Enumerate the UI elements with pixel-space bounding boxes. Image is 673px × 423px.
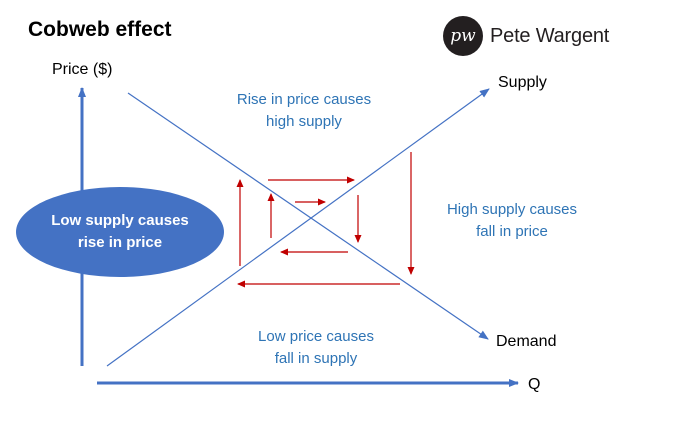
brand-logo: pw Pete Wargent <box>443 16 609 56</box>
caption-high-supply: High supply causes fall in price <box>426 199 598 243</box>
ellipse-caption: Low supply causes rise in price <box>16 187 224 277</box>
low-supply-ellipse <box>16 187 224 277</box>
caption-line: Low price causes <box>258 328 374 345</box>
caption-line: Rise in price causes <box>236 91 372 108</box>
supply-curve <box>106 88 490 367</box>
demand-curve <box>127 92 489 340</box>
diagram-title: Cobweb effect <box>28 18 172 41</box>
caption-line: rise in price <box>77 234 163 251</box>
x-axis-label: Q <box>528 376 541 393</box>
caption-line: Low supply causes <box>51 212 189 229</box>
caption-line: fall in price <box>476 223 548 240</box>
caption-rise-in-price: Rise in price causes high supply <box>218 89 390 133</box>
caption-line: high supply <box>266 113 342 130</box>
cobweb-arrows <box>236 152 415 288</box>
caption-line: High supply causes <box>446 201 578 218</box>
caption-line: fall in supply <box>274 350 358 367</box>
logo-name: Pete Wargent <box>490 24 610 47</box>
demand-label: Demand <box>496 333 557 350</box>
caption-low-price: Low price causes fall in supply <box>230 326 402 370</box>
supply-label: Supply <box>498 74 547 91</box>
y-axis-label: Price ($) <box>52 61 113 78</box>
logo-monogram: pw <box>443 16 483 56</box>
